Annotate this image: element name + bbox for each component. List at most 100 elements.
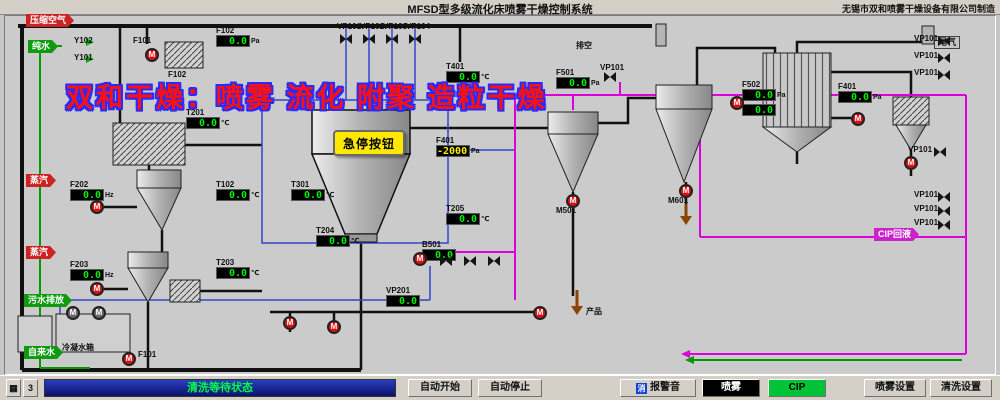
nav-grid-button[interactable]: ▦ [6, 379, 21, 397]
device-label-vp102t: VP102 [360, 22, 385, 31]
agitator-icon: M [92, 306, 106, 320]
display-value: 0.0 [186, 117, 220, 129]
display-unit: Pa [777, 91, 786, 99]
display-value: 0.0 [70, 269, 104, 281]
window-title: MFSD型多级流化床喷雾干燥控制系统 [407, 4, 593, 16]
spray-settings-button[interactable]: 喷雾设置 [864, 379, 926, 397]
display-label: F203 [70, 260, 89, 269]
auto-stop-button[interactable]: 自动停止 [478, 379, 542, 397]
pump-icon[interactable]: M [90, 200, 104, 214]
alarm-sound-button[interactable]: 消报警音 [620, 379, 696, 397]
auto-start-button[interactable]: 自动开始 [408, 379, 472, 397]
device-label-f101: F101 [133, 36, 152, 45]
device-label-vp104t: VP104 [406, 22, 431, 31]
valve-icon[interactable] [488, 256, 500, 266]
display-label: B501 [422, 240, 442, 249]
display-unit: Pa [251, 37, 260, 45]
valve-icon[interactable] [938, 53, 950, 63]
exhaust-filter [892, 96, 930, 126]
valve-icon[interactable] [409, 34, 421, 44]
device-label-vp101r7: VP101 [914, 218, 939, 227]
flow-tag-pure-water: 纯水 [28, 40, 58, 53]
display-unit: ℃ [221, 120, 230, 127]
device-label-vp101r4: VP101 [908, 145, 933, 154]
device-label-lengningshuixiang: 冷凝水箱 [62, 343, 94, 352]
grid-icon: ▦ [9, 383, 18, 393]
process-pipes [104, 26, 922, 370]
display-label: F202 [70, 180, 89, 189]
cip-pipes [448, 82, 967, 355]
emergency-stop-button[interactable]: 急停按钮 [333, 130, 405, 156]
condensate-tank [17, 313, 131, 353]
pump-icon[interactable]: M [145, 48, 159, 62]
display-label: T401 [446, 62, 465, 71]
pump-icon[interactable]: M [122, 352, 136, 366]
display-value: 0.0 [216, 267, 250, 279]
water-arrow [685, 356, 694, 364]
valve-icon[interactable] [938, 206, 950, 216]
display-unit: ℃ [251, 270, 260, 277]
heater-bank-2 [169, 279, 201, 303]
clean-settings-button[interactable]: 清洗设置 [930, 379, 992, 397]
status-text: 清洗等待状态 [44, 379, 396, 397]
valve-icon[interactable] [340, 34, 352, 44]
display-label: T201 [186, 108, 205, 117]
valve-icon[interactable] [938, 220, 950, 230]
display-F502B: 0.0 [742, 104, 788, 116]
display-value: 0.0 [216, 189, 250, 201]
display-value: 0.0 [446, 213, 480, 225]
display-unit: Hz [105, 271, 114, 279]
device-label-m501: M501 [556, 206, 577, 215]
inlet-heater [164, 41, 204, 69]
page-number-button[interactable]: 3 [23, 379, 38, 397]
title-bar: MFSD型多级流化床喷雾干燥控制系统 无锡市双和喷雾干燥设备有限公司制造 [0, 0, 1000, 16]
device-label-vp101m: VP101 [600, 63, 625, 72]
display-label: VP201 [386, 286, 411, 295]
y101-valve-icon [86, 55, 94, 63]
pump-icon[interactable]: M [730, 96, 744, 110]
device-label-m601: M601 [668, 196, 689, 205]
valve-icon[interactable] [464, 256, 476, 266]
pump-icon[interactable]: M [679, 184, 693, 198]
pump-icon[interactable]: M [413, 252, 427, 266]
display-value: 0.0 [556, 77, 590, 89]
display-value: 0.0 [70, 189, 104, 201]
pump-icon[interactable]: M [533, 306, 547, 320]
spray-button[interactable]: 喷雾 [702, 379, 760, 397]
flow-tag-tap-water: 自来水 [24, 346, 63, 359]
valve-icon[interactable] [363, 34, 375, 44]
valve-icon[interactable] [938, 192, 950, 202]
valve-icon[interactable] [934, 147, 946, 157]
display-label: T205 [446, 204, 465, 213]
device-label-vp101r6: VP101 [914, 204, 939, 213]
alarm-label: 报警音 [650, 382, 680, 393]
pump-icon[interactable]: M [90, 282, 104, 296]
valve-icon[interactable] [938, 70, 950, 80]
display-label: T301 [291, 180, 310, 189]
display-value: -2000 [436, 145, 470, 157]
display-value: 0.0 [316, 235, 350, 247]
pump-icon[interactable]: M [283, 316, 297, 330]
pump-icon[interactable]: M [904, 156, 918, 170]
vent-stack [655, 23, 667, 47]
agitator-icon: M [66, 306, 80, 320]
cip-button[interactable]: CIP [768, 379, 826, 397]
pump-icon[interactable]: M [851, 112, 865, 126]
pump-icon[interactable]: M [566, 194, 580, 208]
valve-icon[interactable] [386, 34, 398, 44]
display-value: 0.0 [291, 189, 325, 201]
exhaust-cyclone-cone [895, 124, 927, 151]
valve-icon[interactable] [938, 36, 950, 46]
device-label-vp101r2: VP101 [914, 51, 939, 60]
display-value: 0.0 [742, 104, 776, 116]
valve-icon[interactable] [604, 72, 616, 82]
pump-icon[interactable]: M [327, 320, 341, 334]
valve-icon[interactable] [440, 256, 452, 266]
